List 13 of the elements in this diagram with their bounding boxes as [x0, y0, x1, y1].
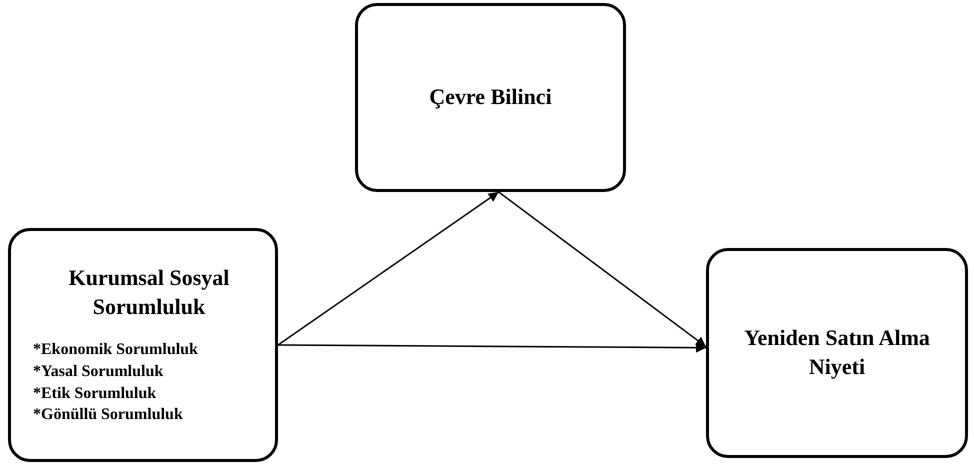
box-title: Yeniden Satın Alma Niyeti	[743, 324, 931, 381]
list-item: *Ekonomik Sorumluluk	[33, 340, 198, 360]
concept-box	[706, 248, 968, 458]
box-title: Çevre Bilinci	[429, 83, 552, 112]
list-item: *Yasal Sorumluluk	[33, 362, 164, 382]
concept-box	[355, 3, 626, 192]
list-item: *Gönüllü Sorumluluk	[33, 405, 183, 426]
box-title: Kurumsal Sosyal Sorumluluk	[68, 264, 230, 321]
concept-box	[8, 228, 278, 462]
list-item: *Etik Sorumluluk	[33, 384, 156, 404]
arrow	[498, 191, 706, 348]
arrow	[278, 191, 500, 346]
arrow	[278, 342, 706, 353]
